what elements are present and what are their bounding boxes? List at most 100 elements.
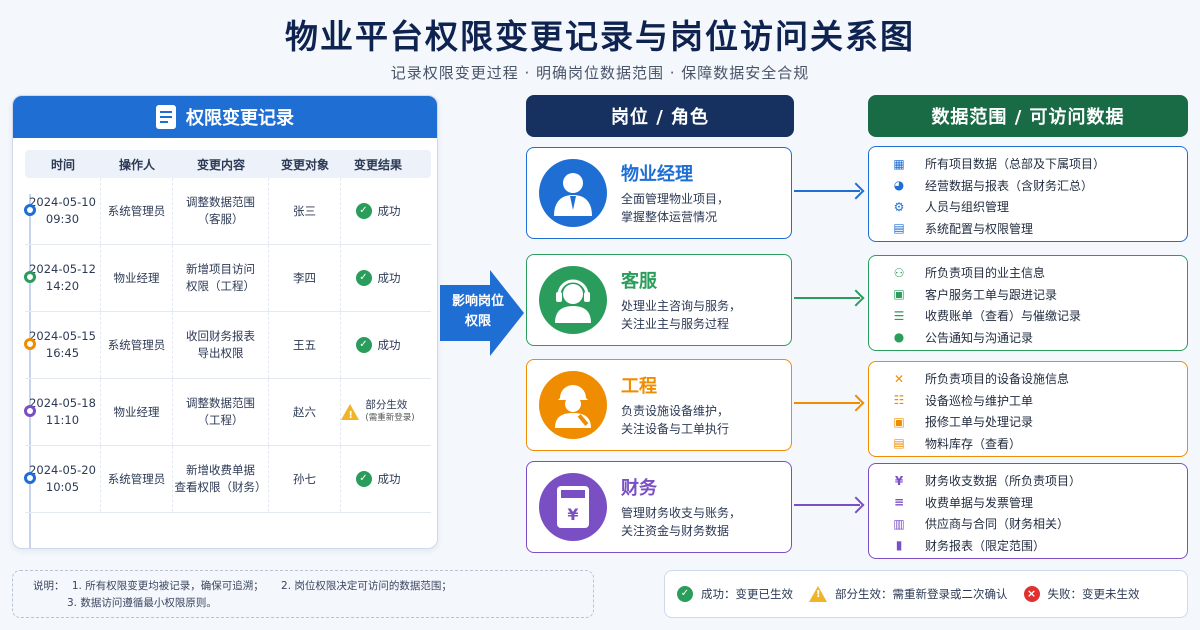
success-icon: ✓ [677, 586, 693, 602]
data-scope-label: 公告通知与沟通记录 [925, 330, 1034, 345]
role-text: 工程负责设施设备维护，关注设备与工单执行 [621, 372, 729, 438]
data-scope-item: ▤ 物料库存（查看） [891, 433, 1187, 455]
result-label: 成功 [377, 203, 401, 218]
content-line: 新增项目访问 [186, 262, 255, 276]
target-cell: 王五 [269, 312, 341, 378]
column-header: 时间 [50, 157, 75, 172]
data-scope-item: ⚇所负责项目的业主信息 [891, 262, 1187, 284]
success-icon: ✓ [355, 471, 372, 487]
role-desc: 关注资金与财务数据 [621, 524, 730, 538]
data-scope-card-3: ✕所负责项目的设备设施信息☷设备巡检与维护工单▣报修工单与处理记录▤物料库存（查… [868, 361, 1188, 457]
success-icon: ✓ [355, 203, 372, 219]
operator-cell: 系统管理员 [101, 446, 173, 512]
role-name: 客服 [621, 271, 657, 292]
content-line: 收回财务报表 [186, 329, 255, 343]
target-cell: 孙七 [269, 446, 341, 512]
data-scope-item: ▤系统配置与权限管理 [891, 218, 1187, 240]
result-cell: ✓ 成功 [341, 446, 415, 512]
data-scope-label: 人员与组织管理 [925, 200, 1010, 215]
data-scope-label: 财务报表（限定范围） [925, 538, 1046, 553]
column-header: 变更对象 [280, 157, 329, 172]
gear-icon: ⚙ [893, 199, 905, 214]
result-cell: ✓成功 [341, 312, 415, 378]
row-date: 2024-05-12 [29, 262, 96, 276]
data-scope-label: 所有项目数据（总部及下属项目） [925, 157, 1106, 172]
users-icon: ⚇ [893, 265, 905, 280]
timeline-dot [24, 204, 36, 216]
data-scope-label: 供应商与合同（财务相关） [925, 517, 1070, 532]
content-cell: 新增收费单据查看权限（财务） [173, 446, 269, 512]
row-time: 16:45 [45, 346, 80, 360]
notes-label: 说明： [33, 580, 65, 592]
log-panel-title: 权限变更记录 [186, 108, 294, 129]
calculator-icon: ¥ [539, 473, 607, 541]
time-cell: 2024-05-12 14:20 [25, 245, 101, 311]
row-date: 2024-05-20 [29, 463, 96, 477]
content-line: （客服） [197, 212, 244, 226]
table-row: 2024-05-1811:10物业经理调整数据范围（工程）赵六部分生效(需重新登… [24, 379, 431, 446]
result-cell: 部分生效 (需重新登录) [341, 379, 415, 445]
timeline-line [29, 194, 31, 548]
result-label: 成功 [377, 270, 401, 285]
role-desc: 关注业主与服务过程 [621, 317, 730, 331]
timeline-dot [24, 271, 36, 283]
data-scope-label: 系统配置与权限管理 [925, 221, 1034, 236]
note-line: 1. 所有权限变更均被记录，确保可追溯； [71, 580, 264, 592]
row-time: 14:20 [45, 279, 80, 293]
building-icon: ▦ [893, 156, 905, 171]
row-date: 2024-05-15 [29, 329, 96, 343]
connector-arrow [794, 402, 860, 404]
data-scope-label: 物料库存（查看） [925, 436, 1022, 451]
result-cell: ✓成功 [341, 245, 415, 311]
data-scope-item: ✕所负责项目的设备设施信息 [891, 368, 1187, 390]
row-date: 2024-05-18 [29, 396, 96, 410]
data-scope-item: ◕经营数据与报表（含财务汇总） [891, 175, 1187, 197]
data-scope-label: 收费账单（查看）与催缴记录 [925, 309, 1082, 324]
contract-icon: ▥ [893, 516, 905, 531]
result-cell: ✓ 成功 [341, 178, 415, 244]
result-label: 成功 [377, 471, 401, 486]
content-line: 导出权限 [197, 346, 244, 360]
role-desc: 全面管理物业项目， [621, 192, 730, 206]
role-card-1[interactable]: 物业经理全面管理物业项目，掌握整体运营情况 [526, 147, 792, 239]
document-icon: ▤ [893, 436, 905, 451]
data-scope-item: ≡收费单据与发票管理 [891, 492, 1187, 514]
legend-box: ✓ 成功：变更已生效 部分生效：需重新登录或二次确认 × 失败：变更未生效 [664, 570, 1188, 618]
data-scope-label: 财务收支数据（所负责项目） [925, 474, 1082, 489]
data-scope-card-1: ▦ 所有项目数据（总部及下属项目） ◕经营数据与报表（含财务汇总） ⚙ 人员与组织管理 ▤… [868, 146, 1188, 242]
impact-arrow: 影响岗位 权限 [440, 270, 524, 356]
data-scope-label: 收费单据与发票管理 [925, 495, 1034, 510]
data-scope-label: 客户服务工单与跟进记录 [925, 287, 1058, 302]
result-label: 成功 [377, 337, 401, 352]
role-name: 财务 [621, 478, 657, 499]
data-scope-item: ▮ 财务报表（限定范围） [891, 535, 1187, 557]
column-header: 变更内容 [196, 157, 245, 172]
role-card-2[interactable]: 客服处理业主咨询与服务，关注业主与服务过程 [526, 254, 792, 346]
calendar-icon: ▣ [893, 287, 905, 302]
operator-cell: 物业经理 [101, 245, 173, 311]
result-main: 部分生效 [365, 399, 408, 411]
target-cell: 赵六 [269, 379, 341, 445]
row-date: 2024-05-10 [29, 195, 96, 209]
role-name: 物业经理 [621, 164, 693, 185]
role-card-3[interactable]: 工程负责设施设备维护，关注设备与工单执行 [526, 359, 792, 451]
role-card-4[interactable]: ¥财务管理财务收支与账务，关注资金与财务数据 [526, 461, 792, 553]
target-cell: 张三 [269, 178, 341, 244]
content-cell: 收回财务报表导出权限 [173, 312, 269, 378]
legend-item: 部分生效：需重新登录或二次确认 [809, 586, 1008, 602]
page-title: 物业平台权限变更记录与岗位访问关系图 [285, 17, 915, 56]
operator-cell: 系统管理员 [101, 178, 173, 244]
data-scope-item: ▦ 所有项目数据（总部及下属项目） [891, 153, 1187, 175]
notes-box: 说明： 1. 所有权限变更均被记录，确保可追溯； 2. 岗位权限决定可访问的数据… [12, 570, 594, 618]
column-header: 操作人 [118, 157, 155, 172]
bar-chart-icon: ▮ [895, 538, 903, 553]
role-text: 财务管理财务收支与账务，关注资金与财务数据 [621, 474, 741, 540]
chat-icon: ● [893, 330, 905, 345]
result-note: (需重新登录) [365, 413, 415, 423]
pie-chart-icon: ◕ [893, 178, 905, 193]
